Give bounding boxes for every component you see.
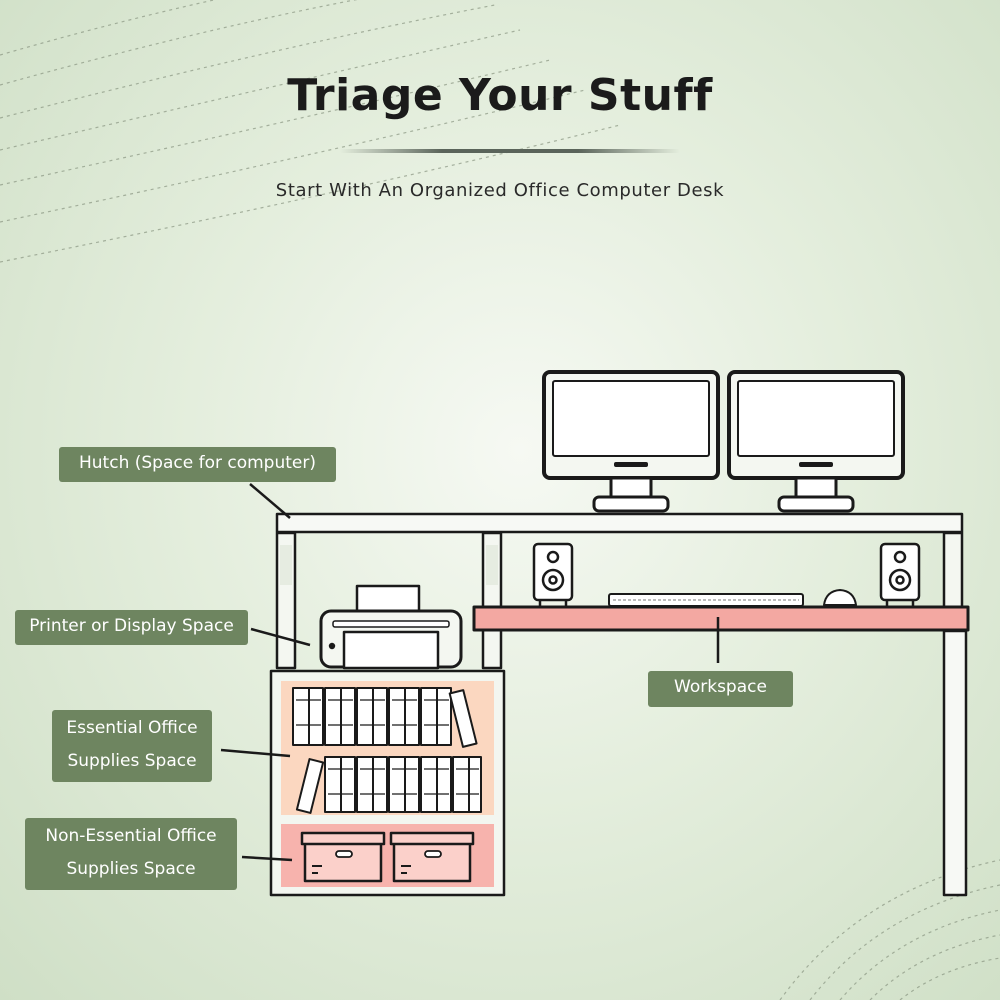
nonessential-supplies-label: Non-Essential Office Supplies Space (25, 818, 237, 890)
callout-lines (220, 483, 720, 862)
hutch-label: Hutch (Space for computer) (59, 447, 336, 482)
monitor-icon (727, 370, 905, 513)
speaker-icon (532, 542, 574, 606)
workspace-label: Workspace (648, 671, 793, 707)
desk-leg (942, 629, 968, 897)
printer-icon (319, 584, 463, 670)
page-subtitle: Start With An Organized Office Computer … (275, 180, 725, 201)
title-underline (340, 149, 680, 153)
page-title: Triage Your Stuff (287, 70, 713, 121)
printer-space-label: Printer or Display Space (15, 610, 248, 645)
workspace-desktop (472, 605, 970, 632)
mouse-icon (823, 589, 857, 606)
speaker-icon (879, 542, 921, 606)
book-icon (292, 687, 478, 748)
book-icon (295, 756, 482, 814)
essential-supplies-label: Essential Office Supplies Space (52, 710, 212, 782)
hutch-shelf (275, 512, 964, 534)
keyboard-icon (608, 593, 804, 607)
storage-box-icon (300, 831, 386, 883)
storage-box-icon (389, 831, 475, 883)
hutch-leg (942, 531, 964, 609)
monitor-icon (542, 370, 720, 513)
